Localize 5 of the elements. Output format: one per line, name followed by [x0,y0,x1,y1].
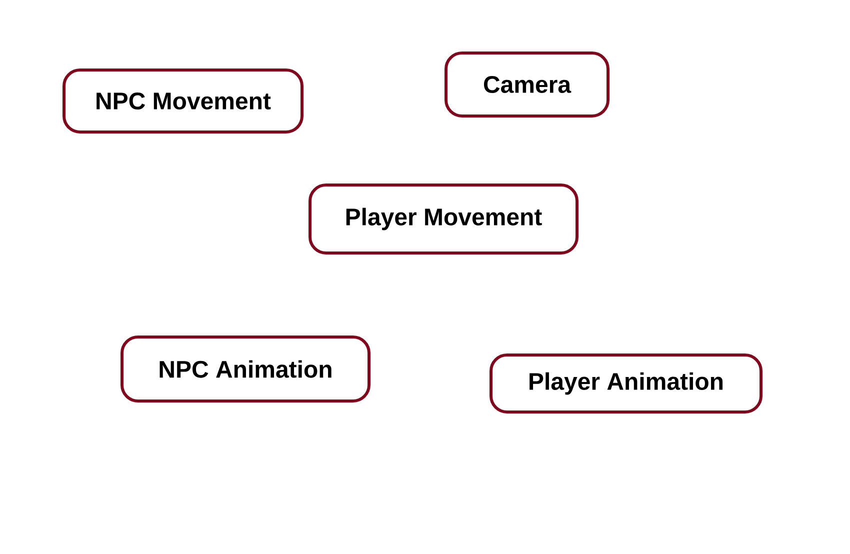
process-box: Player Movement [308,184,578,254]
process-box: Camera [444,52,610,118]
process-box: Player Animation [490,354,763,414]
process-box: NPC Animation [120,336,370,402]
process-box: NPC Movement [62,68,304,134]
